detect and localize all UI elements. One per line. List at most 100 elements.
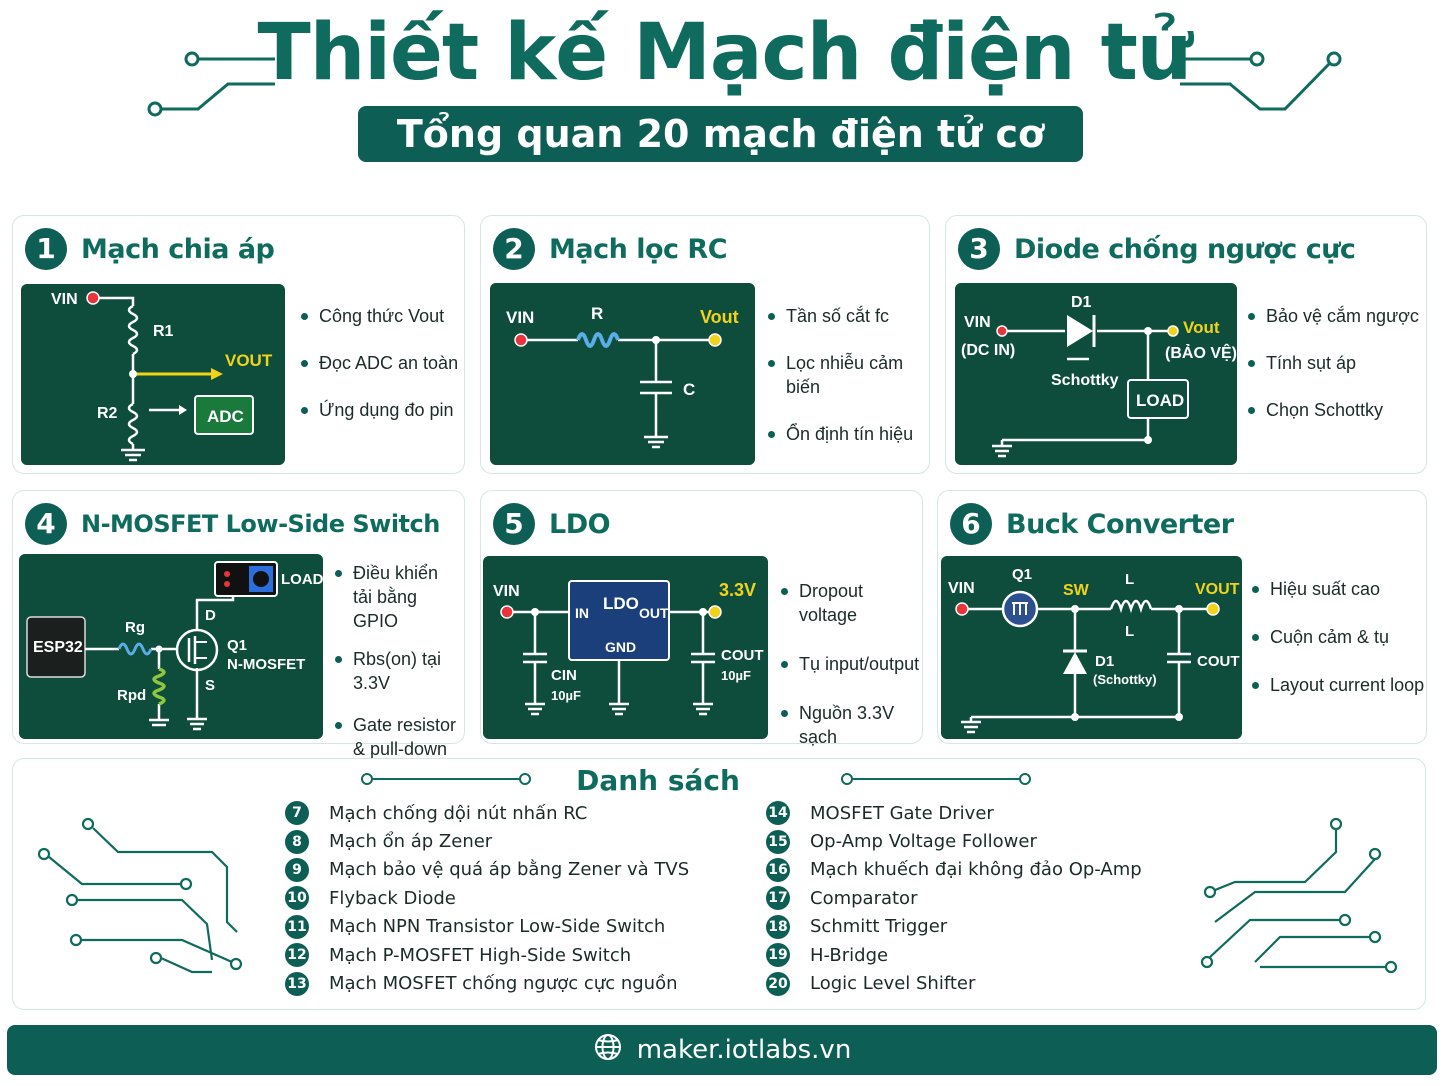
card-number: 4	[25, 503, 67, 545]
label-rpd: Rpd	[117, 687, 146, 704]
bullet-item: Nguồn 3.3V sạch	[781, 701, 922, 749]
list-item-text: Mạch MOSFET chống ngược cực nguồn	[329, 973, 678, 995]
bullet-item: Công thức Vout	[301, 304, 458, 328]
label-cout: COUT	[1197, 653, 1240, 670]
list-item: 10 Flyback Diode	[285, 884, 689, 912]
label-vout: Vout	[1183, 318, 1220, 337]
bullet-item: Ổn định tín hiệu	[768, 422, 929, 446]
label-schottky: (Schottky)	[1093, 672, 1157, 687]
list-item-number: 19	[766, 943, 790, 968]
card-nmosfet-switch: 4 N-MOSFET Low-Side Switch	[12, 490, 465, 759]
list-item-text: H-Bridge	[810, 944, 889, 966]
card-title: Diode chống ngược cực	[1014, 233, 1356, 265]
label-vin: VIN	[964, 314, 991, 331]
list-item: 13 Mạch MOSFET chống ngược cực nguồn	[285, 969, 689, 997]
list-item-number: 16	[766, 857, 790, 882]
label-r2: R2	[97, 405, 118, 422]
list-item-number: 15	[766, 829, 790, 854]
circuit-trace-decoration-bottom-left	[37, 817, 242, 974]
title-trace-right	[841, 773, 1031, 785]
list-item-number: 17	[766, 886, 790, 911]
circuit-trace-decoration-right	[1180, 51, 1342, 111]
label-cin: CIN	[551, 667, 577, 684]
bullet-item: Cuộn cảm & tụ	[1252, 625, 1424, 649]
resistor-r-symbol	[576, 332, 620, 348]
card-bullets: Hiệu suất cao Cuộn cảm & tụ Layout curre…	[1252, 577, 1424, 720]
bullet-item: Tần số cắt fc	[768, 304, 929, 328]
list-item-text: MOSFET Gate Driver	[810, 802, 994, 824]
label-adc: ADC	[207, 407, 244, 426]
card-bullets: Điều khiển tải bằng GPIO Rbs(on) tại 3.3…	[335, 561, 461, 784]
diode-d1-symbol	[1067, 315, 1093, 347]
label-l-top: L	[1125, 571, 1134, 588]
card-bullets: Dropout voltage Tụ input/output Nguồn 3.…	[781, 579, 922, 772]
label-dc-in: (DC IN)	[961, 342, 1015, 359]
card-title: Mạch chia áp	[81, 233, 275, 265]
card-bullets: Bảo vệ cắm ngược Tính sụt áp Chọn Schott…	[1248, 304, 1419, 445]
list-item-number: 9	[285, 857, 309, 882]
circuit-diagram-voltage-divider: VIN R1 VOUT R2 ADC	[21, 284, 285, 465]
label-esp32: ESP32	[33, 639, 83, 656]
list-item: 14 MOSFET Gate Driver	[766, 799, 1142, 827]
label-vout: Vout	[700, 307, 739, 327]
label-vin: VIN	[493, 583, 520, 600]
card-number: 2	[493, 228, 535, 270]
label-vin: VIN	[51, 291, 78, 308]
resistor-rpd-symbol	[152, 667, 166, 706]
footer-link[interactable]: maker.iotlabs.vn	[636, 1035, 852, 1065]
bullet-item: Chọn Schottky	[1248, 398, 1419, 422]
label-cout: COUT	[721, 647, 764, 664]
list-item-text: Logic Level Shifter	[810, 973, 976, 995]
list-item-text: Flyback Diode	[329, 887, 456, 909]
card-reverse-polarity-diode: 3 Diode chống ngược cực D1	[945, 215, 1427, 474]
ldo-ic-block	[568, 580, 670, 661]
list-item-number: 12	[285, 943, 309, 968]
bullet-item: Bảo vệ cắm ngược	[1248, 304, 1419, 328]
circuit-diagram-rc-filter: VIN R Vout C	[490, 283, 755, 465]
list-item: 12 Mạch P-MOSFET High-Side Switch	[285, 941, 689, 969]
diode-d1-symbol	[1063, 652, 1087, 674]
circuit-diagram-nmosfet: LOAD ESP32 Rg Rpd D Q1 N-MOSFET S	[19, 554, 323, 739]
label-3v3: 3.3V	[719, 580, 756, 600]
list-item-number: 7	[285, 801, 309, 826]
card-title: LDO	[549, 508, 611, 540]
card-number: 3	[958, 228, 1000, 270]
list-title: Danh sách	[576, 764, 740, 797]
card-number: 1	[25, 228, 67, 270]
resistor-r2-symbol	[127, 402, 139, 446]
footer-bar: maker.iotlabs.vn	[7, 1025, 1437, 1075]
list-item-number: 14	[766, 801, 790, 826]
label-in: IN	[575, 605, 589, 621]
label-load: LOAD	[281, 571, 323, 588]
card-rc-filter: 2 Mạch lọc RC VIN R Vout C	[480, 215, 930, 474]
label-out: OUT	[639, 605, 669, 621]
card-title: N-MOSFET Low-Side Switch	[81, 510, 440, 538]
circuit-diagram-ldo: VIN 3.3V LDO IN OUT GND CIN 10µF COUT 10…	[483, 556, 768, 739]
circuit-trace-decoration-left	[147, 51, 275, 117]
list-item-number: 10	[285, 886, 309, 911]
card-title: Buck Converter	[1006, 508, 1234, 540]
label-q1: Q1	[1012, 566, 1032, 583]
list-item-text: Mạch P-MOSFET High-Side Switch	[329, 944, 632, 966]
label-l-bottom: L	[1125, 623, 1134, 640]
bullet-item: Lọc nhiễu cảm biến	[768, 351, 929, 399]
globe-icon	[593, 1032, 623, 1069]
label-rg: Rg	[125, 619, 145, 636]
label-cout-value: 10µF	[721, 668, 751, 683]
card-ldo: 5 LDO	[480, 490, 923, 747]
list-item-text: Mạch bảo vệ quá áp bằng Zener và TVS	[329, 859, 690, 881]
card-title: Mạch lọc RC	[549, 233, 728, 265]
bullet-item: Đọc ADC an toàn	[301, 351, 458, 375]
list-item-number: 13	[285, 971, 309, 996]
card-bullets: Tần số cắt fc Lọc nhiễu cảm biến Ổn định…	[768, 304, 929, 469]
bullet-item: Hiệu suất cao	[1252, 577, 1424, 601]
list-section	[12, 758, 1426, 1010]
